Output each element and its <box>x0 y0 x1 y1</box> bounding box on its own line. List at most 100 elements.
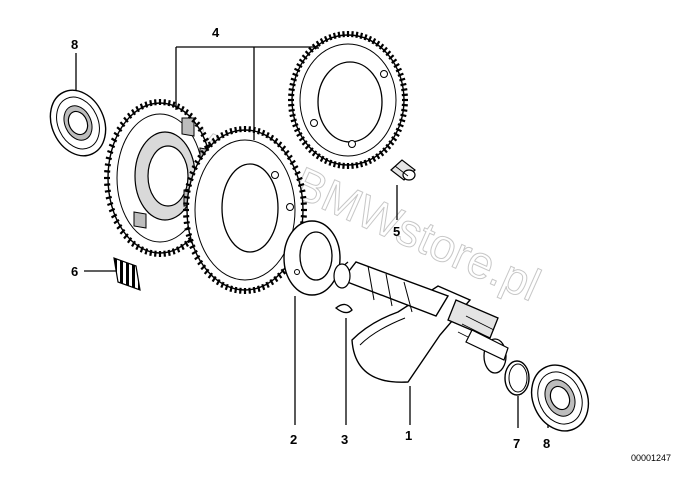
gear-tooth <box>202 137 210 143</box>
gear-tooth <box>294 127 301 133</box>
gear-tooth <box>290 118 297 123</box>
gear-tooth <box>319 38 325 45</box>
gear-tooth <box>229 128 233 135</box>
gear-tooth <box>123 233 129 240</box>
gear-tooth <box>367 35 373 43</box>
gear-tooth <box>328 159 333 166</box>
gear-tooth <box>105 195 112 200</box>
gear-tooth <box>395 127 402 133</box>
gear-tooth <box>296 62 303 69</box>
gear-tooth <box>399 118 406 123</box>
gear-tooth <box>371 155 377 162</box>
gear-tooth <box>257 128 261 135</box>
gear-tooth <box>116 224 123 230</box>
gear-tooth <box>355 162 359 169</box>
gear-tooth <box>363 159 368 166</box>
gear-tooth <box>187 112 194 119</box>
gear-tooth <box>252 286 256 294</box>
gear-tooth <box>211 137 217 145</box>
gear-tooth <box>292 72 299 77</box>
ball-bearing-right <box>530 364 590 432</box>
gear-tooth <box>375 40 381 47</box>
gear-tooth <box>191 165 198 171</box>
callout-3: 3 <box>341 432 348 447</box>
gear-tooth <box>401 88 408 92</box>
gear-tooth <box>126 112 133 119</box>
gear-tooth <box>400 113 407 118</box>
gear-tooth <box>167 249 171 256</box>
gear-tooth <box>401 108 408 112</box>
ball-bearing-left <box>49 89 107 157</box>
gear-tooth <box>308 147 314 154</box>
gear-tooth <box>110 137 118 143</box>
gear-tooth <box>113 218 120 225</box>
gear-tooth <box>234 286 238 294</box>
gear-tooth <box>328 34 333 41</box>
gear-tooth <box>289 113 296 118</box>
spring <box>113 257 141 291</box>
gear-tooth <box>391 136 398 142</box>
gear-middle <box>183 126 307 294</box>
gear-tooth <box>296 131 303 138</box>
gear-tooth <box>397 123 404 128</box>
gear-tooth <box>375 153 381 160</box>
gear-tooth <box>301 140 308 146</box>
woodruff-key <box>334 303 353 314</box>
gear-tooth <box>269 279 275 286</box>
gear-tooth <box>191 249 198 255</box>
gear-tooth <box>187 238 194 244</box>
gear-tooth <box>323 35 329 43</box>
gear-tooth <box>123 116 129 123</box>
callout-7: 7 <box>513 436 520 451</box>
gear-tooth <box>265 131 270 139</box>
gear-tooth <box>139 246 144 253</box>
gear-tooth <box>197 154 204 161</box>
gear-tooth <box>400 82 407 87</box>
gear-upper <box>288 31 408 169</box>
shaft-counterweight <box>333 261 509 383</box>
gear-tooth <box>265 281 270 289</box>
gear-tooth <box>286 154 293 161</box>
gear-tooth <box>104 170 111 173</box>
gear-tooth <box>288 88 295 92</box>
gear-tooth <box>393 62 400 69</box>
gear-tooth <box>176 246 181 253</box>
gear-tooth <box>292 123 299 128</box>
gear-tooth <box>131 109 136 116</box>
gear-tooth <box>315 40 321 47</box>
gear-tooth <box>355 31 359 38</box>
gear-tooth <box>363 34 368 41</box>
gear-tooth <box>261 283 266 291</box>
gear-tooth <box>397 72 404 77</box>
gear-tooth <box>351 31 354 38</box>
gear-tooth <box>176 103 181 110</box>
gear-tooth <box>119 121 126 128</box>
callout-4: 4 <box>212 25 220 40</box>
gear-tooth <box>107 149 114 155</box>
gear-tooth <box>385 50 392 57</box>
gear-tooth <box>298 58 305 64</box>
gear-tooth <box>280 145 287 152</box>
gear-tooth <box>342 31 345 38</box>
gear-tooth <box>131 240 136 247</box>
gear-tooth <box>248 126 251 133</box>
gear-tooth <box>359 161 364 168</box>
gear-tooth <box>323 157 329 165</box>
gear-tooth <box>304 50 311 57</box>
gear-tooth <box>194 254 201 261</box>
gear-tooth <box>388 140 395 146</box>
gear-tooth <box>149 100 153 107</box>
gear-tooth <box>183 221 190 225</box>
gear-tooth <box>298 136 305 142</box>
gear-tooth <box>194 159 201 166</box>
gear-tooth <box>385 143 392 150</box>
gear-tooth <box>183 195 190 199</box>
gear-tooth <box>187 176 194 182</box>
gear-tooth <box>280 268 287 275</box>
callout-6: 6 <box>71 264 78 279</box>
gear-tooth <box>180 243 185 251</box>
gear-tooth <box>207 141 213 148</box>
callout-2: 2 <box>290 432 297 447</box>
gear-tooth <box>391 58 398 64</box>
